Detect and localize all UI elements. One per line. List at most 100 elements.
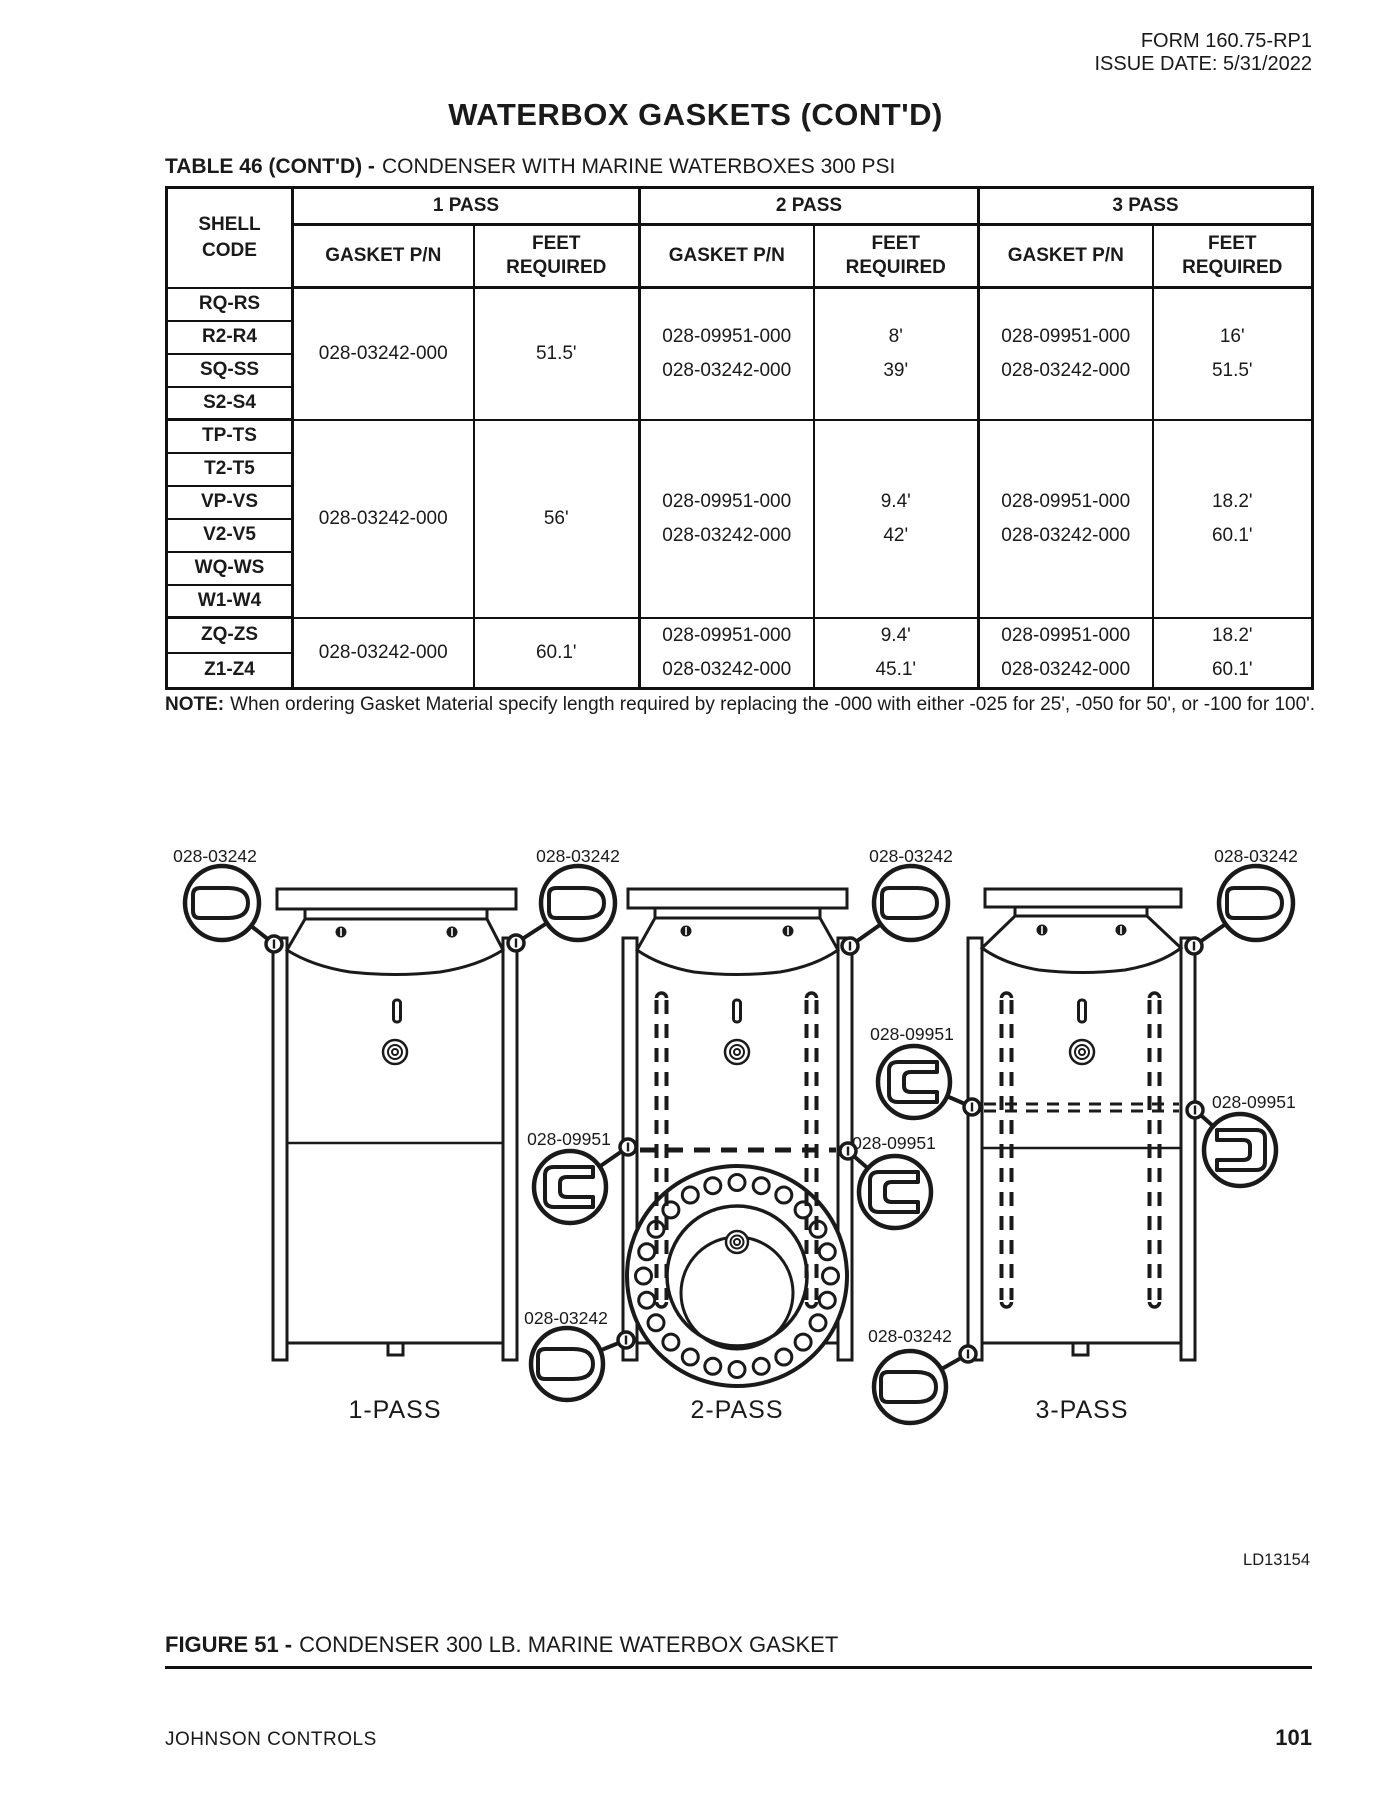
center-bolt bbox=[724, 1229, 750, 1255]
callout-09951: 028-09951 bbox=[527, 1129, 638, 1226]
partition-gasket-lines bbox=[640, 991, 836, 1309]
pass2-gasket-cell: 028-09951-000 028-03242-000 bbox=[638, 286, 815, 421]
callout-label: 028-03242 bbox=[173, 846, 257, 866]
pass1-feet-cell: 60.1' bbox=[472, 616, 641, 689]
table-note: NOTE:When ordering Gasket Material speci… bbox=[165, 694, 1315, 716]
pass1-gasket-cell: 028-03242-000 bbox=[291, 286, 475, 421]
shell-code-cell: W1-W4 bbox=[165, 583, 294, 619]
callout-label: 028-03242 bbox=[869, 846, 953, 866]
pass1-feet-cell: 56' bbox=[472, 418, 641, 619]
vent-slot bbox=[732, 998, 742, 1024]
diagram-label-2-pass: 2-PASS bbox=[690, 1396, 783, 1424]
callout-label: 028-03242 bbox=[524, 1308, 608, 1328]
callout-03242: 028-03242 bbox=[524, 1308, 636, 1403]
right-rail bbox=[501, 936, 519, 1362]
leader-anchor bbox=[840, 936, 860, 956]
callout-label: 028-09951 bbox=[527, 1129, 611, 1149]
shell-code-cell: T2-T5 bbox=[165, 451, 294, 487]
left-rail bbox=[966, 936, 984, 1362]
pass2-feet-cell: 9.4' 45.1' bbox=[812, 616, 980, 689]
callout-03242: 028-03242 bbox=[173, 846, 284, 954]
form-number: FORM 160.75-RP1 bbox=[1140, 30, 1312, 52]
partition-gasket-lines bbox=[984, 991, 1179, 1309]
gasket-table-wrap: SHELL CODE 1 PASS 2 PASS 3 PASS GASKET P… bbox=[165, 186, 1314, 690]
shell-code-cell: SQ-SS bbox=[165, 352, 294, 388]
gasket-cross-section bbox=[1225, 886, 1284, 920]
footer-company: JOHNSON CONTROLS bbox=[165, 1729, 377, 1750]
waterbox-dome bbox=[284, 917, 505, 976]
header-3-pass: 3 PASS bbox=[977, 186, 1314, 226]
header-1-pass: 1 PASS bbox=[291, 186, 641, 226]
gasket-cross-section bbox=[547, 886, 606, 920]
table-row: SQ-SS bbox=[165, 352, 1313, 388]
issue-date: ISSUE DATE: 5/31/2022 bbox=[1094, 53, 1312, 75]
callout-label: 028-09951 bbox=[852, 1133, 936, 1153]
diagram-2-pass: 2-PASS bbox=[621, 887, 854, 1424]
shell-code-cell: VP-VS bbox=[165, 484, 294, 520]
note-label: NOTE: bbox=[165, 694, 225, 715]
bottom-tab bbox=[1071, 1341, 1090, 1357]
pass1-gasket-cell: 028-03242-000 bbox=[291, 418, 475, 619]
table-row: R2-R4 bbox=[165, 319, 1313, 355]
center-bolt bbox=[1068, 1038, 1096, 1066]
pass3-feet-cell: 18.2' 60.1' bbox=[1151, 616, 1314, 689]
table-row: RQ-RS 028-03242-000 51.5' 028-09951-000 … bbox=[165, 286, 1314, 421]
page-header: FORM 160.75-RP1 ISSUE DATE: 5/31/2022 bbox=[1094, 30, 1312, 76]
pass3-feet-cell: 16' 51.5' bbox=[1151, 286, 1314, 421]
shell-code-cell: R2-R4 bbox=[165, 319, 294, 355]
bottom-tab bbox=[386, 1341, 405, 1357]
table-row: ZQ-ZS 028-03242-000 60.1' 028-09951-000 … bbox=[165, 616, 1314, 689]
gasket-table: SHELL CODE 1 PASS 2 PASS 3 PASS GASKET P… bbox=[165, 186, 1314, 690]
leader-anchor bbox=[616, 1330, 636, 1350]
shell-code-cell: TP-TS bbox=[165, 418, 294, 454]
callout-label: 028-03242 bbox=[868, 1326, 952, 1346]
header-feet-required: FEET REQUIRED bbox=[472, 223, 641, 289]
gasket-cross-section bbox=[879, 1370, 938, 1404]
pass2-feet-cell: 9.4' 42' bbox=[812, 418, 980, 619]
nozzle-flange bbox=[625, 1164, 849, 1388]
waterbox-gasket-figure: 1-PASS bbox=[173, 846, 1298, 1426]
channel-gasket-cross-section bbox=[868, 1170, 920, 1214]
channel-gasket-cross-section bbox=[1215, 1128, 1267, 1172]
page-number: 101 bbox=[1275, 1725, 1312, 1750]
leader-anchor bbox=[506, 933, 526, 953]
diagram-label-1-pass: 1-PASS bbox=[348, 1396, 441, 1424]
leader-anchor bbox=[958, 1344, 978, 1364]
callout-09951: 028-09951 bbox=[838, 1133, 936, 1231]
header-gasket-pn: GASKET P/N bbox=[638, 223, 815, 289]
header-gasket-pn: GASKET P/N bbox=[977, 223, 1154, 289]
callout-label: 028-09951 bbox=[870, 1024, 954, 1044]
caption-rule bbox=[165, 1666, 1312, 1669]
tube-sheet-flange bbox=[983, 887, 1183, 909]
center-bolt bbox=[723, 1038, 751, 1066]
table-caption-number: TABLE 46 (CONT'D) - bbox=[165, 155, 375, 178]
leader-anchor bbox=[1184, 936, 1204, 956]
pass3-gasket-cell: 028-09951-000 028-03242-000 bbox=[977, 616, 1154, 689]
gasket-cross-section bbox=[880, 886, 939, 920]
shell-code-cell: WQ-WS bbox=[165, 550, 294, 586]
note-text: When ordering Gasket Material specify le… bbox=[230, 694, 1316, 715]
shell-code-cell: S2-S4 bbox=[165, 385, 294, 421]
pass2-gasket-cell: 028-09951-000 028-03242-000 bbox=[638, 418, 815, 619]
channel-gasket-cross-section bbox=[543, 1165, 595, 1209]
channel-gasket-cross-section bbox=[887, 1060, 939, 1104]
gasket-cross-section bbox=[191, 886, 250, 920]
diagram-1-pass: 1-PASS bbox=[271, 887, 519, 1424]
gasket-cross-section bbox=[536, 1347, 595, 1381]
shell-code-cell: V2-V5 bbox=[165, 517, 294, 553]
table-row: VP-VS bbox=[165, 484, 1313, 520]
shell-code-cell: ZQ-ZS bbox=[165, 616, 294, 654]
header-shell-code: SHELL CODE bbox=[165, 186, 294, 289]
pass2-feet-cell: 8' 39' bbox=[812, 286, 980, 421]
pass3-feet-cell: 18.2' 60.1' bbox=[1151, 418, 1314, 619]
table-row: Z1-Z4 bbox=[165, 651, 1313, 690]
figure-caption: FIGURE 51 -CONDENSER 300 LB. MARINE WATE… bbox=[165, 1632, 838, 1658]
table-caption-text: CONDENSER WITH MARINE WATERBOXES 300 PSI bbox=[381, 155, 896, 178]
header-feet-required: FEET REQUIRED bbox=[1151, 223, 1314, 289]
table-row: T2-T5 bbox=[165, 451, 1313, 487]
callout-label: 028-03242 bbox=[1214, 846, 1298, 866]
table-row: TP-TS 028-03242-000 56' 028-09951-000 02… bbox=[165, 418, 1314, 619]
callout-09951: 028-09951 bbox=[1185, 1092, 1296, 1189]
table-row: WQ-WS bbox=[165, 550, 1313, 586]
callout-03242: 028-03242 bbox=[868, 1326, 978, 1426]
